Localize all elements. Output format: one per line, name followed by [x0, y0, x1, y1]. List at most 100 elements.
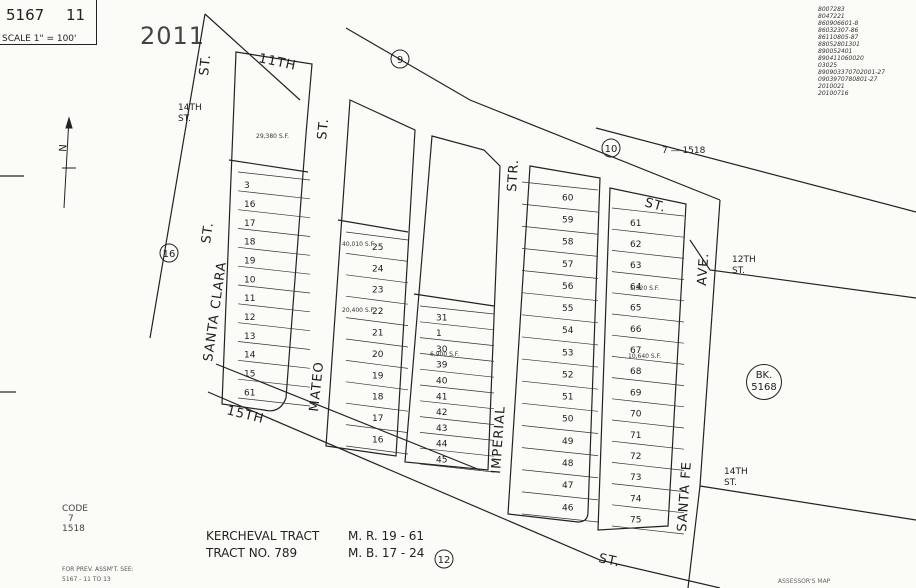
assessor-code: 88052801301 — [818, 41, 860, 48]
block-5-lot-line — [611, 334, 685, 344]
block-5-lot-number: 70 — [630, 410, 642, 420]
tract-line-1-ref: M. R. 19 - 61 — [348, 529, 425, 543]
tract-line-2-ref: M. B. 17 - 24 — [348, 546, 425, 560]
block-number-9: 9 — [397, 55, 403, 66]
assessor-code: 86032307-86 — [818, 27, 859, 34]
street-label-14th-left: 14TH — [178, 103, 202, 113]
block-4-lot-number: 49 — [562, 437, 574, 447]
block-3-lot-number: 41 — [436, 392, 447, 402]
block-2-lot-number: 23 — [372, 286, 383, 296]
block-4-lot-line — [521, 203, 599, 213]
block-4-lot-number: 56 — [562, 282, 574, 292]
block-1-lot-number: 16 — [244, 200, 256, 210]
block-5-lot-line — [611, 440, 685, 450]
block-4-lot-number: 60 — [562, 193, 574, 203]
assessor-map-label: ASSESSOR'S MAP — [778, 578, 831, 585]
block-5-lot-number: 71 — [630, 431, 641, 441]
block-4-lot-number: 47 — [562, 481, 573, 491]
assessor-code: 890903370702001-27 — [818, 69, 886, 76]
assessor-code: 0903970780801-27 — [818, 76, 878, 83]
block-2-lot-line — [345, 317, 409, 326]
scale-label: SCALE 1" = 100' — [2, 34, 77, 44]
block-3-lot-line — [419, 368, 495, 378]
footer-reference: 5167 - 11 TO 13 — [62, 576, 111, 583]
block-3-lot-number: 31 — [436, 313, 447, 323]
block-5-lot-number: 72 — [630, 452, 641, 462]
block-1-lot-number: 17 — [244, 219, 255, 229]
block-5-lot-number: 62 — [630, 240, 641, 250]
block-2-lot-line — [345, 338, 409, 348]
block-1-lot-number: 18 — [244, 238, 256, 248]
block-4-lot-number: 46 — [562, 503, 574, 513]
block-4-lot-line — [521, 425, 599, 434]
block-2-lot-number: 20 — [372, 350, 384, 360]
block-4-lot-line — [521, 336, 599, 346]
block-5-lot-number: 69 — [630, 388, 642, 398]
street-label-12th-right: 12TH — [732, 255, 756, 265]
parcel-area-label: 10,640 S.F. — [628, 353, 661, 360]
block-3-lot-number: 40 — [436, 376, 448, 386]
block-2-lot-number: 21 — [372, 329, 383, 339]
assessor-code: 2010021 — [818, 83, 845, 90]
block-2-lot-number: 16 — [372, 436, 384, 446]
block-5-lot-line — [611, 462, 685, 471]
block-4-lot-number: 53 — [562, 348, 573, 358]
street-label-11th: 11TH — [257, 51, 298, 74]
block-5-lot-number: 74 — [630, 494, 642, 504]
block-1-lot-line — [237, 322, 311, 332]
block-circle-12 — [434, 549, 454, 569]
block-5-lot-number: 68 — [630, 367, 642, 377]
assessor-code: 890052401 — [818, 48, 853, 55]
block-1-lot-line — [237, 265, 311, 275]
block-2-lot-line — [345, 274, 409, 284]
block-1-lot-number: 12 — [244, 313, 255, 323]
book-reference-circle: BK. 5168 — [746, 364, 782, 400]
block-4-lot-line — [521, 358, 599, 368]
north-arrow-icon — [62, 116, 76, 209]
block-5-lot-line — [611, 525, 685, 535]
assessor-code: 20100716 — [818, 90, 849, 97]
block-3-lot-line — [419, 353, 495, 362]
block-5-lot-number: 75 — [630, 516, 641, 526]
street-label-santa-fe-ave: AVE. — [695, 252, 712, 286]
block-2-lot-number: 24 — [372, 264, 384, 274]
block-2-lot-number: 25 — [372, 243, 383, 253]
block-4-lot-line — [521, 447, 599, 456]
bk-label: BK. — [755, 370, 773, 381]
street-label-santa-clara-st: ST. — [199, 221, 217, 245]
block-2-lot-line — [345, 402, 409, 412]
footer-note: FOR PREV. ASSM'T. SEE: — [62, 566, 134, 573]
block-1-lot-line — [237, 190, 311, 200]
block-5-lot-line — [611, 228, 685, 238]
block-4-lot-number: 48 — [562, 459, 574, 469]
block-5-lot-line — [611, 250, 685, 259]
block-4-lot-line — [521, 513, 599, 523]
street-label-12th-right-st: ST. — [732, 266, 745, 276]
block-4-lot-line — [521, 491, 599, 501]
block-1-lot-line — [237, 303, 311, 313]
block-1-lot-line — [237, 228, 311, 237]
block-1-lot-number: 11 — [244, 294, 255, 304]
tract-line-2-name: TRACT NO. 789 — [206, 546, 298, 560]
block-4-lot-number: 59 — [562, 216, 574, 226]
block-4-lot-number: 57 — [562, 260, 573, 270]
block-5-lot-line — [611, 483, 685, 492]
block-3-lot-line — [419, 305, 495, 315]
street-label-14th-left-st: ST. — [178, 114, 191, 124]
street-label-mateo: MATEO — [307, 361, 327, 413]
north-label: N — [58, 144, 69, 152]
block-4-lot-number: 54 — [562, 326, 574, 336]
code-value-1: 7 — [68, 514, 74, 524]
block-3-lot-line — [419, 337, 495, 346]
block-2-lot-line — [345, 424, 409, 433]
street-label-santa-fe: SANTA FE — [675, 461, 695, 533]
block-1-lot-number: 13 — [244, 332, 255, 342]
block-3-lot-line — [419, 384, 495, 394]
block-3-lot-number: 1 — [436, 329, 442, 339]
block-2-lot-number: 22 — [372, 307, 383, 317]
parcel-area-label: 20,400 S.F. — [342, 307, 375, 314]
block-5-lot-number: 63 — [630, 261, 641, 271]
block-5-lot-line — [611, 313, 685, 323]
tract-line-1-name: KERCHEVAL TRACT — [206, 529, 320, 543]
block-4-lot-line — [521, 270, 599, 279]
